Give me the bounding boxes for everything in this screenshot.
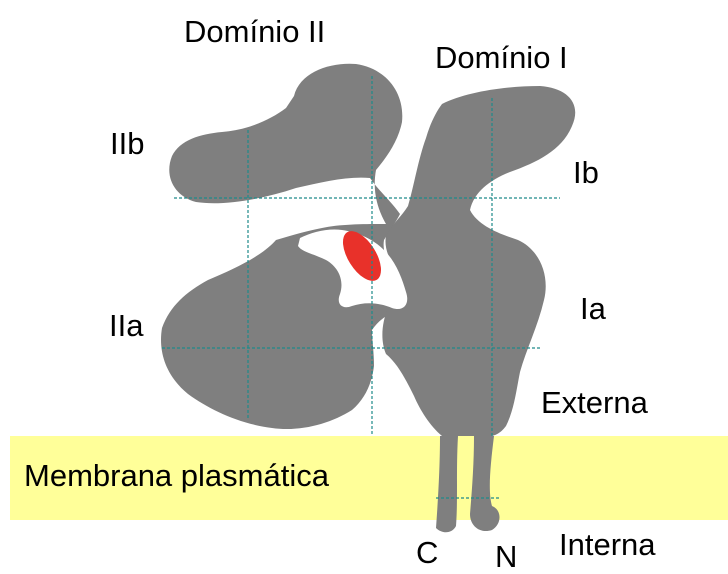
domain-2-label: Domínio II bbox=[184, 16, 325, 47]
membrane-label: Membrana plasmática bbox=[24, 460, 329, 491]
domain-1-label: Domínio I bbox=[435, 42, 568, 73]
subdomain-2a-label: IIa bbox=[109, 310, 143, 341]
n-terminus-label: N bbox=[495, 541, 517, 572]
external-side-label: Externa bbox=[541, 387, 648, 418]
subdomain-1a-label: Ia bbox=[580, 293, 606, 324]
c-terminus-label: C bbox=[416, 537, 438, 568]
subdomain-2b-label: IIb bbox=[110, 128, 144, 159]
subdomain-1b-label: Ib bbox=[573, 157, 599, 188]
domain-1-lobe bbox=[382, 86, 575, 436]
internal-side-label: Interna bbox=[559, 529, 656, 560]
